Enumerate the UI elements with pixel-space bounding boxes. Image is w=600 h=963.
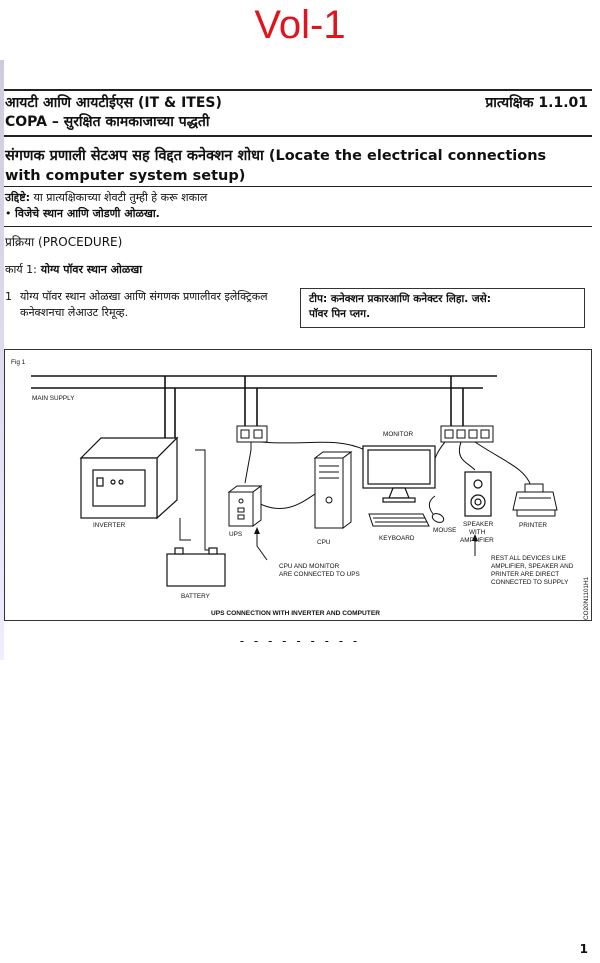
volume-banner: Vol-1 — [254, 3, 346, 47]
printer-label: PRINTER — [519, 522, 547, 529]
ups-note-arrow — [256, 533, 268, 561]
ups-note-arrowhead — [254, 527, 260, 534]
socket-icon — [456, 429, 466, 439]
page-spine-shadow — [0, 60, 4, 660]
figure-code: CO20N1101H1 — [583, 576, 590, 620]
procedure-heading: प्रक्रिया (PROCEDURE) — [5, 235, 123, 249]
printer-power-cable — [474, 441, 532, 487]
battery-icon — [166, 547, 226, 587]
ups-note-line2: ARE CONNECTED TO UPS — [279, 571, 360, 578]
page-number: 1 — [579, 942, 588, 956]
exercise-title-line1: संगणक प्रणाली सेटअप सह विद्दत कनेक्शन शो… — [5, 148, 547, 164]
cpu-power-cable — [252, 489, 322, 510]
mouse-label: MOUSE — [433, 527, 456, 534]
devices-note-arrowhead — [472, 534, 478, 541]
exercise-title-line2: with computer system setup) — [5, 168, 246, 184]
keyboard-icon — [368, 513, 430, 527]
header-trade-title: आयटी आणि आयटीईएस (IT & ITES) — [5, 95, 222, 111]
title-rule — [4, 186, 592, 187]
figure-caption: UPS CONNECTION WITH INVERTER AND COMPUTE… — [211, 610, 380, 617]
cpu-label: CPU — [317, 539, 331, 546]
inverter-label: INVERTER — [93, 522, 126, 529]
monitor-icon — [362, 445, 436, 503]
inverter-icon — [79, 436, 179, 520]
objective-text: या प्रात्यक्षिकाच्या शेवटी तुम्ही हे करू… — [30, 191, 208, 204]
tip-line2: पॉवर पिन प्लग. — [309, 308, 371, 320]
speaker-label-3: AMPLIFIER — [460, 537, 494, 544]
objective-item-text: विजेचे स्थान आणि जोडणी ओळखा. — [15, 207, 160, 220]
step-text-line2: कनेक्शनचा लेआउट रिमूव्ह. — [20, 306, 129, 319]
tip-line1: टीप: कनेक्शन प्रकारआणि कनेक्टर लिहा. जसे… — [309, 293, 491, 305]
devices-note-line3: PRINTER ARE DIRECT — [491, 571, 559, 578]
main-supply-label: MAIN SUPPLY — [32, 395, 75, 402]
step-text-line1: योग्य पॉवर स्थान ओळखा आणि संगणक प्रणालीव… — [20, 290, 268, 303]
speaker-label-1: SPEAKER — [463, 521, 494, 528]
task-heading: कार्य 1: योग्य पॉवर स्थान ओळखा — [5, 262, 142, 278]
devices-note-line4: CONNECTED TO SUPPLY — [491, 579, 569, 586]
step-number: 1 — [5, 290, 12, 303]
monitor-power-cable — [260, 441, 366, 451]
header-module-title: COPA – सुरक्षित कामकाजाच्या पद्धती — [5, 114, 210, 130]
bullet: • — [5, 207, 12, 220]
header-top-rule — [4, 89, 592, 91]
devices-note-line1: REST ALL DEVICES LIKE — [491, 555, 566, 562]
monitor-label: MONITOR — [383, 431, 413, 438]
objective-label: उद्दिष्टे: — [5, 191, 31, 204]
cpu-icon — [313, 451, 353, 529]
figure-ups-connection: Fig 1 MAIN SUPPLY INVERTER BATTERY UPS C… — [4, 349, 592, 621]
mouse-icon — [428, 495, 445, 523]
speaker-label-2: WITH — [469, 529, 486, 536]
speaker-power-cable — [459, 441, 476, 471]
step-text: योग्य पॉवर स्थान ओळखा आणि संगणक प्रणालीव… — [20, 289, 295, 321]
ups-icon — [227, 485, 263, 527]
objective-item: • विजेचे स्थान आणि जोडणी ओळखा. — [5, 206, 160, 222]
task-title: योग्य पॉवर स्थान ओळखा — [36, 263, 143, 276]
exercise-title: संगणक प्रणाली सेटअप सह विद्दत कनेक्शन शो… — [5, 146, 597, 186]
devices-note-line2: AMPLIFIER, SPEAKER AND — [491, 563, 574, 570]
socket-icon — [468, 429, 478, 439]
end-separator: - - - - - - - - - — [239, 634, 361, 648]
devices-socket-board — [440, 425, 494, 443]
printer-icon — [512, 483, 558, 517]
objective-line: उद्दिष्टे: या प्रात्यक्षिकाच्या शेवटी तु… — [5, 190, 207, 206]
fig-label: Fig 1 — [11, 359, 26, 366]
keyboard-label: KEYBOARD — [379, 535, 415, 542]
ups-power-cable — [244, 442, 252, 484]
socket-icon — [240, 429, 250, 439]
task-label: कार्य 1: — [5, 263, 37, 276]
speaker-icon — [464, 471, 492, 517]
socket-icon — [444, 429, 454, 439]
battery-wire-2 — [195, 449, 215, 551]
socket-icon — [253, 429, 263, 439]
tip-box: टीप: कनेक्शन प्रकारआणि कनेक्टर लिहा. जसे… — [300, 288, 585, 328]
header-bottom-rule — [4, 135, 592, 137]
connection-diagram: Fig 1 MAIN SUPPLY INVERTER BATTERY UPS C… — [11, 359, 590, 620]
ups-label: UPS — [229, 531, 242, 538]
battery-label: BATTERY — [181, 593, 211, 600]
socket-icon — [480, 429, 490, 439]
objective-rule — [4, 226, 592, 227]
battery-wire-1 — [179, 518, 191, 541]
ups-note-line1: CPU AND MONITOR — [279, 563, 340, 570]
exercise-number: प्रात्यक्षिक 1.1.01 — [485, 95, 588, 111]
